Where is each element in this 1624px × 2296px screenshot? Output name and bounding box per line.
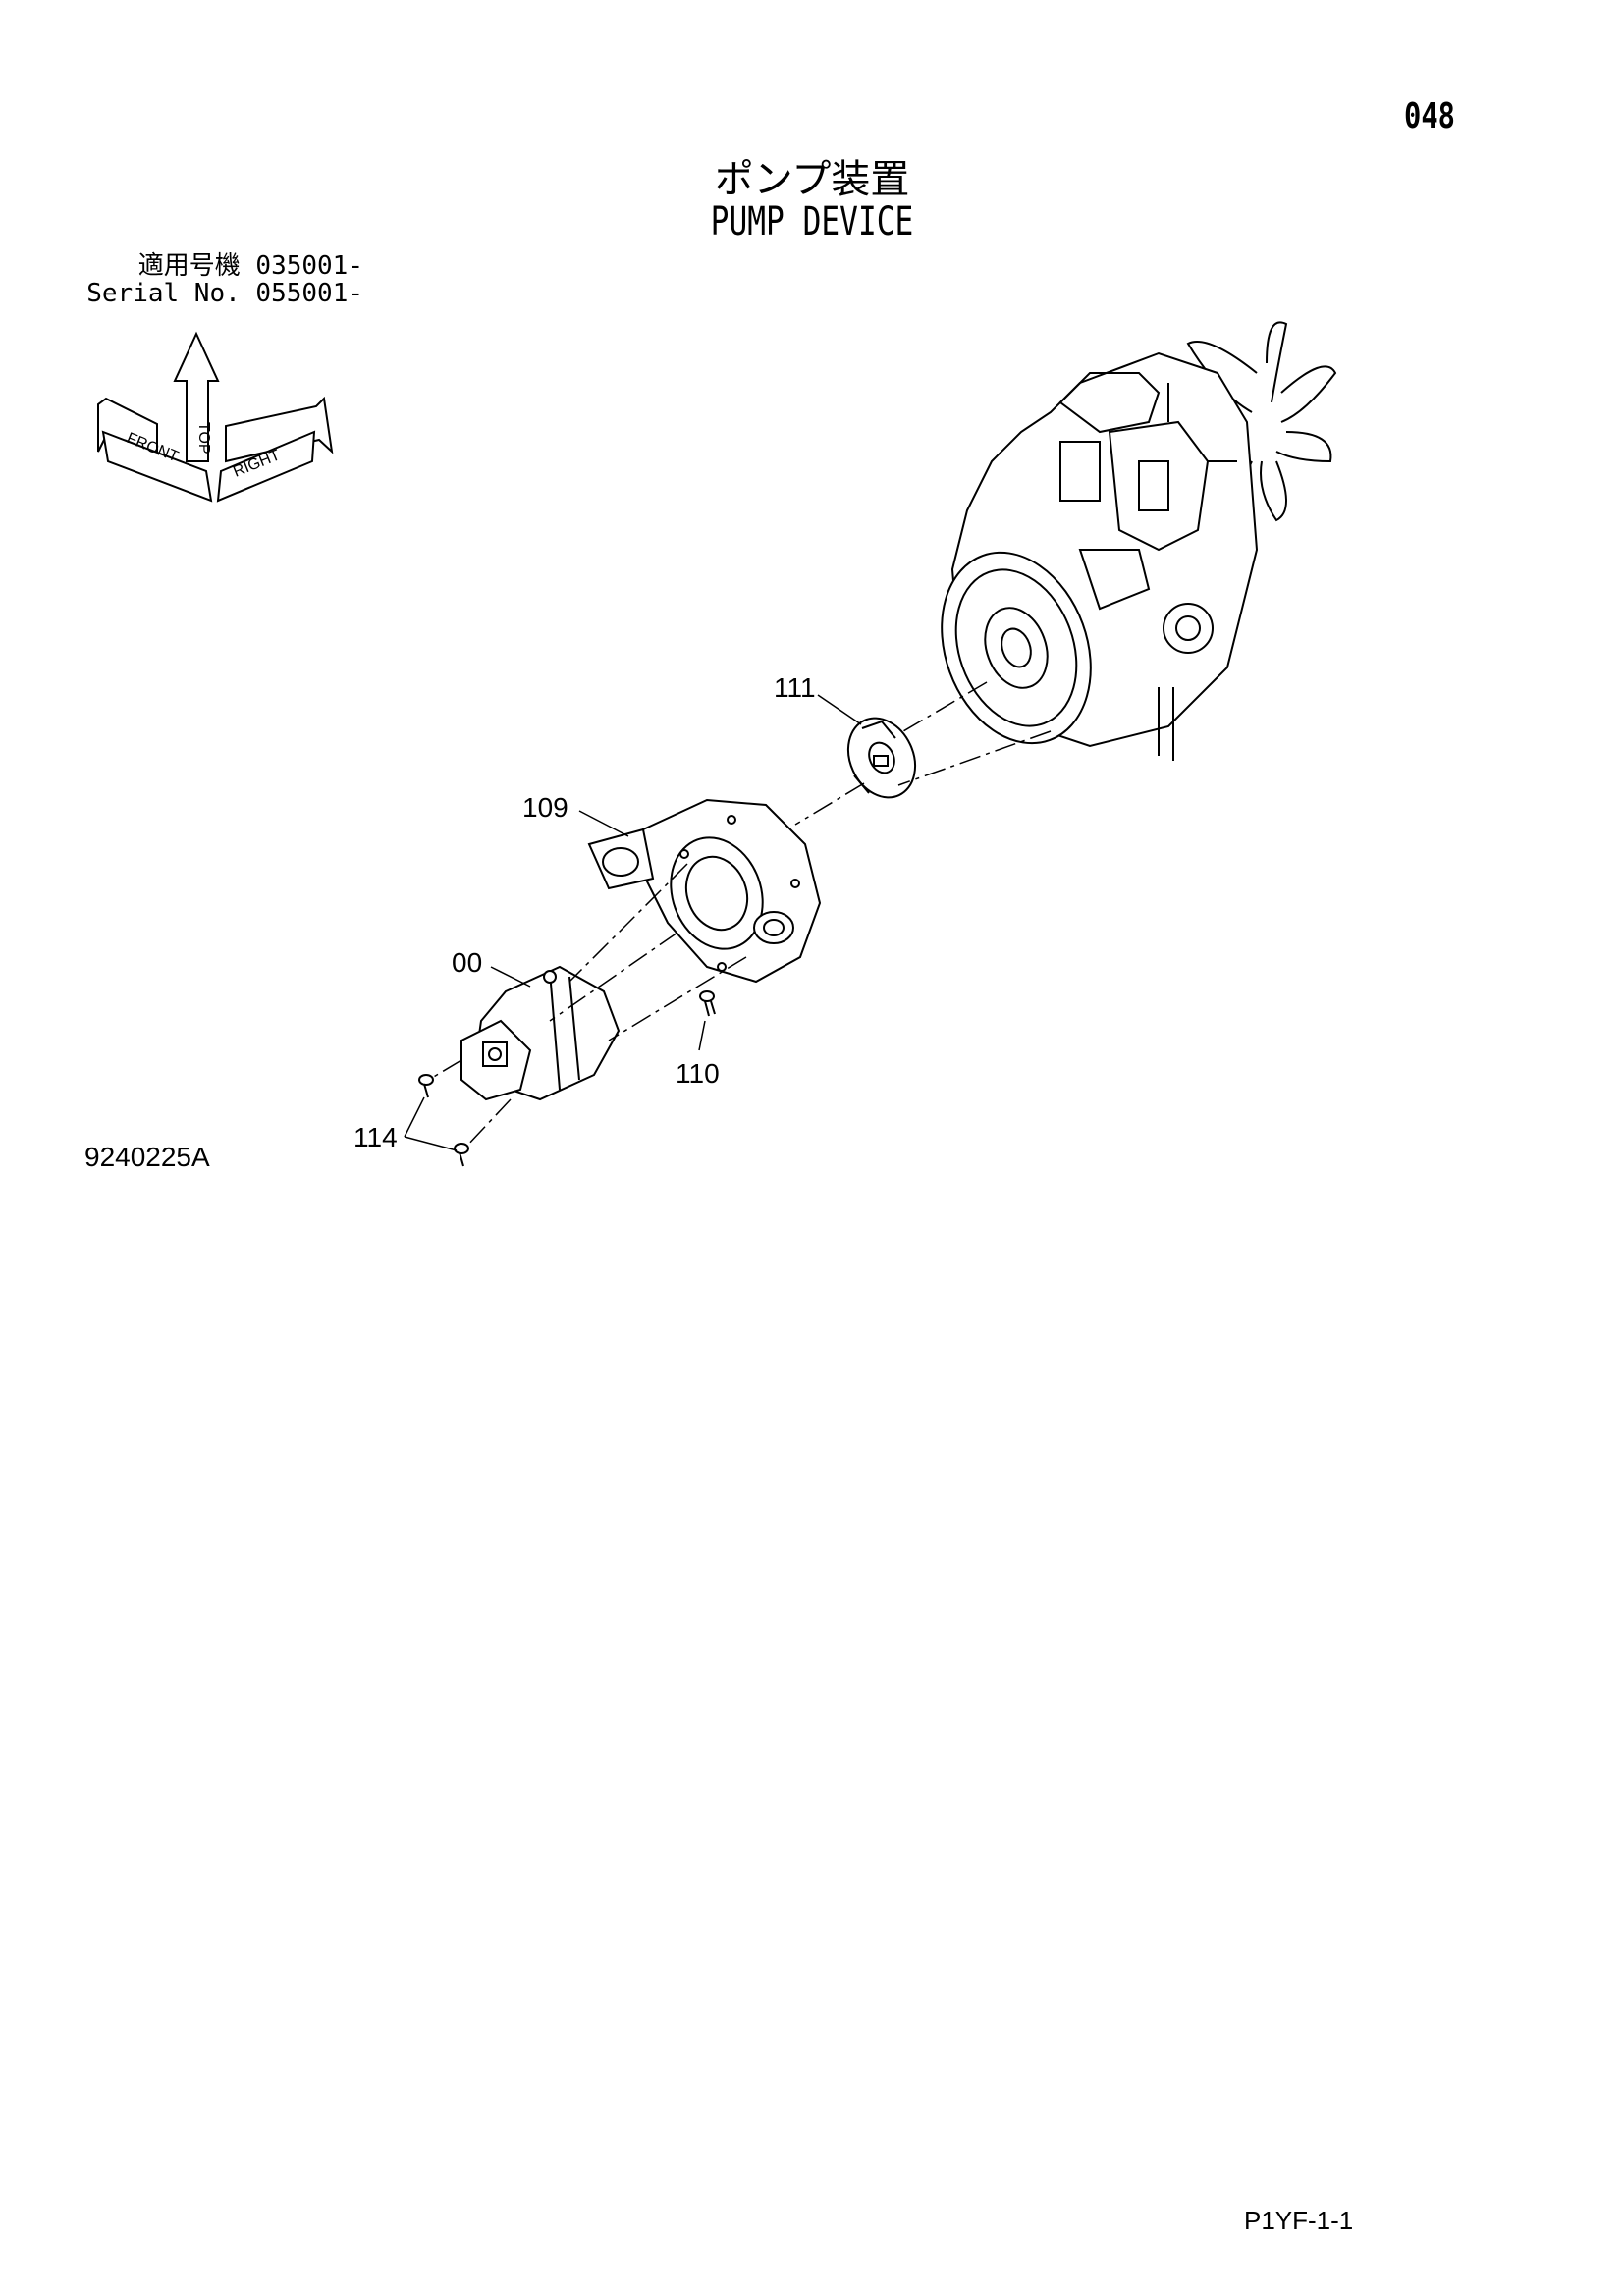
page-title-japanese: ポンプ装置 <box>714 157 910 202</box>
serial-applicability-jp: 適用号機 035001- <box>137 251 363 281</box>
callout-00: 00 <box>452 947 482 978</box>
bolt-part-114-a <box>418 1074 434 1098</box>
page-title-english: PUMP DEVICE <box>710 199 914 244</box>
housing-flange-part-109 <box>587 798 822 984</box>
flywheel-housing-icon <box>941 551 1092 745</box>
flywheel-hub-icon <box>984 607 1049 689</box>
orientation-indicator: TOP FRONT RIGHT <box>97 331 334 503</box>
top-arrow-icon <box>173 331 220 462</box>
alignment-lines <box>431 681 1052 1148</box>
leader-lines <box>404 694 862 1151</box>
callout-110: 110 <box>676 1058 720 1089</box>
callout-109: 109 <box>522 792 568 823</box>
right-plate-icon <box>216 430 316 503</box>
bolt-part-114-b <box>454 1143 469 1167</box>
coupling-part-111 <box>846 717 917 799</box>
page-code: P1YF-1-1 <box>1244 2206 1354 2235</box>
callout-114: 114 <box>353 1122 398 1152</box>
bolt-part-110 <box>699 990 716 1017</box>
right-arrow-icon <box>225 396 334 463</box>
serial-applicability-en: Serial No. 055001- <box>86 279 363 308</box>
page-number: 048 <box>1404 96 1456 136</box>
pump-part-00 <box>460 965 621 1101</box>
callout-111: 111 <box>774 672 816 703</box>
top-label: TOP <box>195 422 212 454</box>
engine-assembly <box>941 321 1337 761</box>
front-plate-icon <box>101 430 213 503</box>
drawing-number: 9240225A <box>84 1142 210 1172</box>
